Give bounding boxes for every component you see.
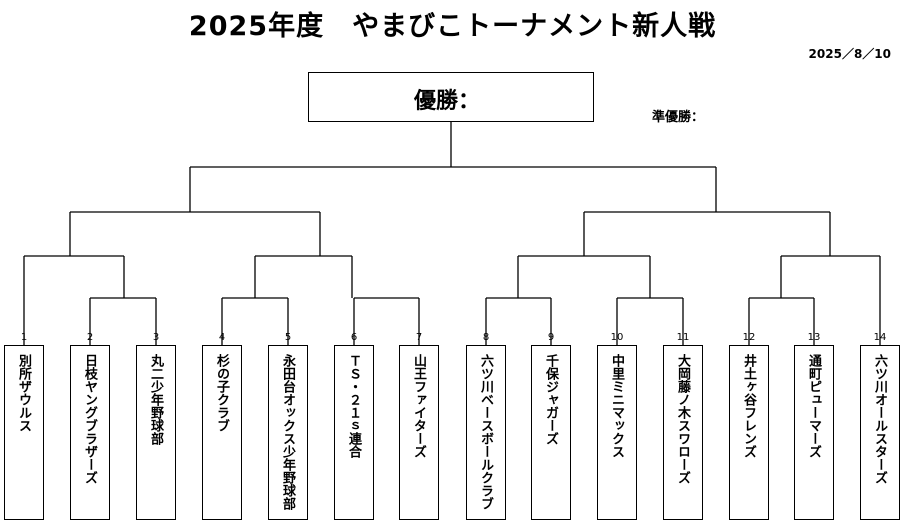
team-number: 2 bbox=[86, 332, 94, 343]
team-box: 杉の子クラブ bbox=[202, 345, 242, 520]
team-box: 中里ミニマックス bbox=[597, 345, 637, 520]
team-box: 千保ジャガーズ bbox=[531, 345, 571, 520]
team-name: 永田台オックス少年野球部 bbox=[280, 354, 295, 510]
page-title: 2025年度 やまびこトーナメント新人戦 bbox=[188, 11, 717, 42]
team-name: 大岡藤ノ木スワローズ bbox=[675, 354, 690, 484]
team-box: 六ツ川ベースボールクラブ bbox=[466, 345, 506, 520]
team-name: 六ツ川ベースボールクラブ bbox=[478, 354, 493, 510]
team-name: ＴＳ・２１ｓ連合 bbox=[346, 354, 361, 458]
winner-label: 優勝： bbox=[414, 89, 481, 114]
team-name: 別所ザウルス bbox=[16, 354, 31, 432]
team-box: 山王ファイターズ bbox=[399, 345, 439, 520]
team-name: 日枝ヤングブラザーズ bbox=[82, 354, 97, 484]
team-number: 13 bbox=[807, 332, 821, 343]
team-name: 井土ヶ谷フレンズ bbox=[741, 354, 756, 458]
team-number: 9 bbox=[547, 332, 555, 343]
team-name: 六ツ川オールスターズ bbox=[872, 354, 887, 484]
team-box: 丸二少年野球部 bbox=[136, 345, 176, 520]
team-number: 8 bbox=[482, 332, 490, 343]
team-number: 3 bbox=[152, 332, 160, 343]
team-box: 六ツ川オールスターズ bbox=[860, 345, 900, 520]
team-box: 井土ヶ谷フレンズ bbox=[729, 345, 769, 520]
team-name: 通町ピューマーズ bbox=[806, 354, 821, 458]
team-number: 12 bbox=[742, 332, 756, 343]
team-box: ＴＳ・２１ｓ連合 bbox=[334, 345, 374, 520]
team-number: 10 bbox=[610, 332, 624, 343]
team-number: 4 bbox=[218, 332, 226, 343]
team-box: 大岡藤ノ木スワローズ bbox=[663, 345, 703, 520]
team-name: 山王ファイターズ bbox=[411, 354, 426, 458]
team-box: 永田台オックス少年野球部 bbox=[268, 345, 308, 520]
team-number: 5 bbox=[284, 332, 292, 343]
team-box: 別所ザウルス bbox=[4, 345, 44, 520]
team-number: 6 bbox=[350, 332, 358, 343]
team-name: 千保ジャガーズ bbox=[543, 354, 558, 445]
event-date: 2025／8／10 bbox=[808, 47, 891, 61]
team-name: 丸二少年野球部 bbox=[148, 354, 163, 445]
team-number: 7 bbox=[415, 332, 423, 343]
team-number: 14 bbox=[873, 332, 887, 343]
winner-box: 優勝： bbox=[308, 72, 594, 122]
team-number: 1 bbox=[20, 332, 28, 343]
team-box: 通町ピューマーズ bbox=[794, 345, 834, 520]
team-box: 日枝ヤングブラザーズ bbox=[70, 345, 110, 520]
team-number: 11 bbox=[676, 332, 690, 343]
runner-up-label: 準優勝： bbox=[652, 110, 705, 125]
team-name: 中里ミニマックス bbox=[609, 354, 624, 458]
team-name: 杉の子クラブ bbox=[214, 354, 229, 432]
